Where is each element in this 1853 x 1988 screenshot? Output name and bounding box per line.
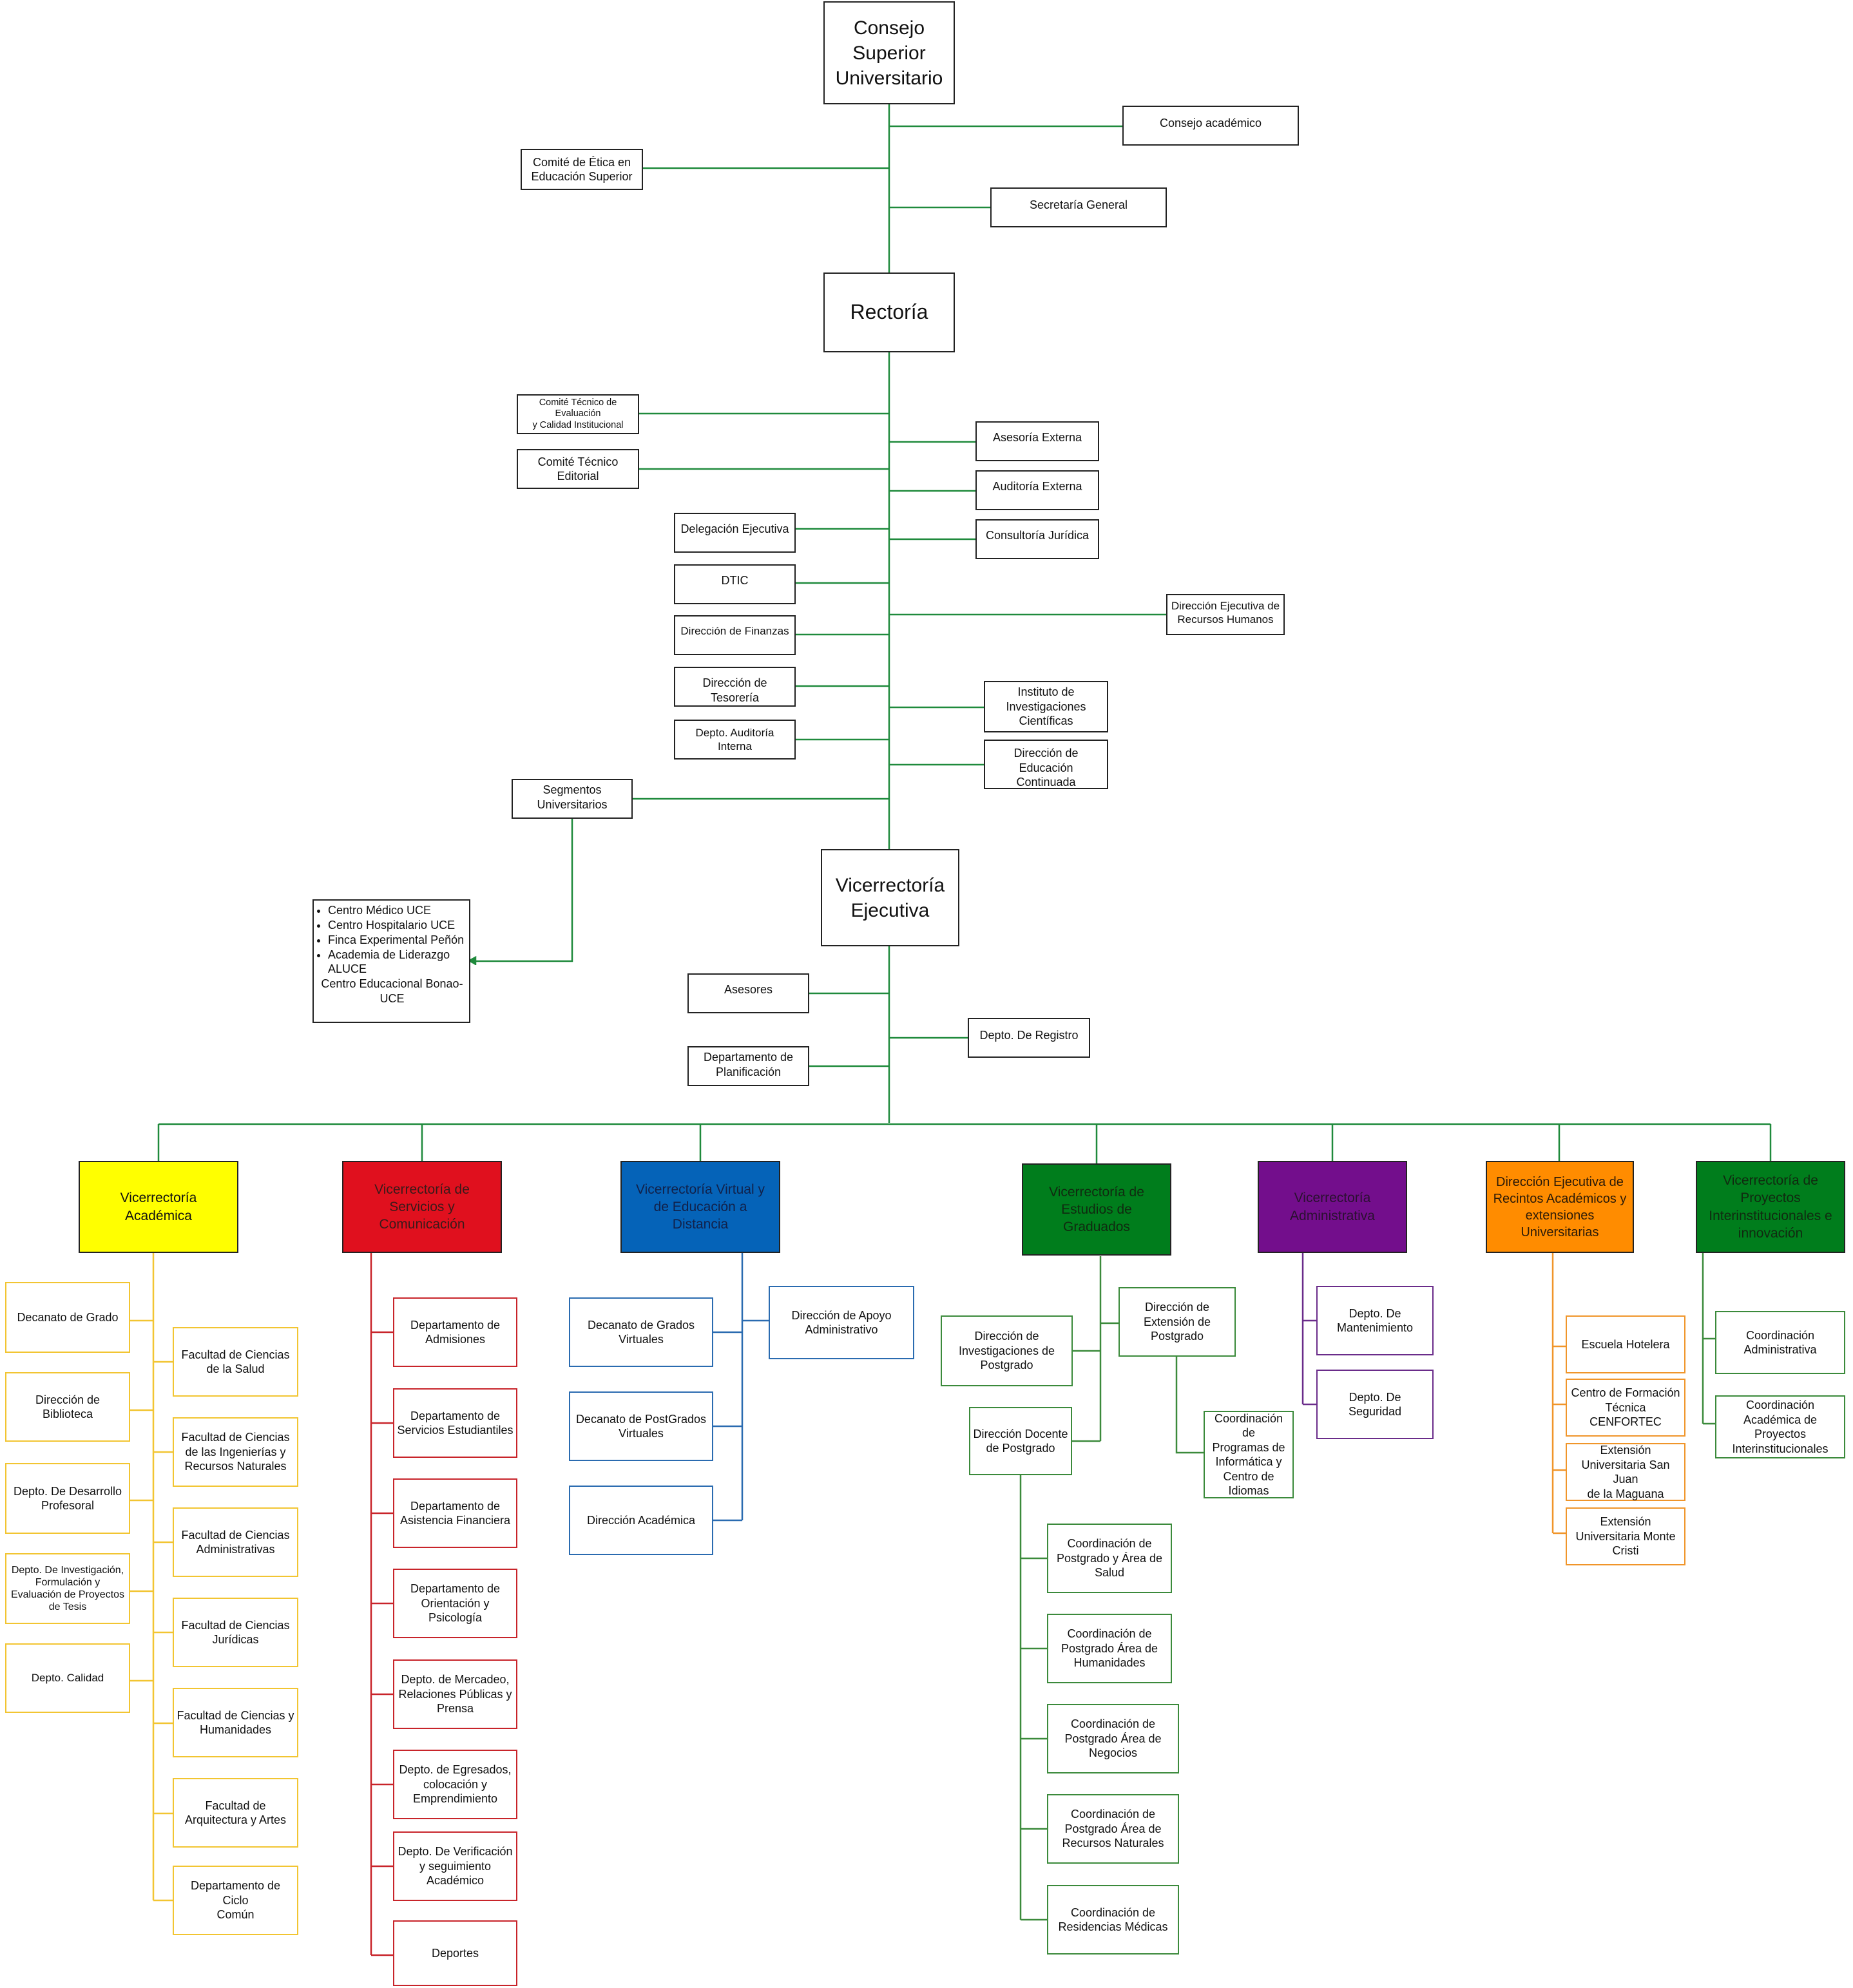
vicerrectoria-servicios-box: Vicerrectoría de Servicios y Comunicació… bbox=[342, 1161, 502, 1253]
consejo-superior-box: Consejo Superior Universitario bbox=[823, 1, 955, 104]
servicios-item: Departamento de Servicios Estudiantiles bbox=[393, 1388, 517, 1458]
vicerrectoria-graduados-box: Vicerrectoría de Estudios de Graduados bbox=[1022, 1163, 1171, 1256]
recintos-item: Escuela Hotelera bbox=[1566, 1315, 1685, 1373]
administrativa-item: Depto. De Mantenimiento bbox=[1316, 1286, 1434, 1355]
vicerrectoria-ejecutiva-box: Vicerrectoría Ejecutiva bbox=[821, 849, 959, 946]
segmento-item: Centro Hospitalario UCE bbox=[328, 918, 465, 933]
segmentos-list-box: Centro Médico UCE Centro Hospitalario UC… bbox=[312, 899, 470, 1023]
academica-left-item: Dirección de Biblioteca bbox=[5, 1372, 130, 1442]
graduados-coordinacion-item: Coordinación de Postgrado Área de Humani… bbox=[1047, 1614, 1172, 1683]
graduados-coordinacion-item: Coordinación de Postgrado y Área de Salu… bbox=[1047, 1524, 1172, 1593]
academica-right-item: Facultad de Ciencias y Humanidades bbox=[173, 1688, 298, 1757]
auditoria-externa-box: Auditoría Externa bbox=[975, 470, 1099, 510]
virtual-item: Decanato de PostGrados Virtuales bbox=[569, 1391, 713, 1461]
asesoria-externa-box: Asesoría Externa bbox=[975, 421, 1099, 461]
academica-right-item: Departamento de Ciclo Común bbox=[173, 1866, 298, 1935]
rectoria-box: Rectoría bbox=[823, 272, 955, 352]
administrativa-item: Depto. De Seguridad bbox=[1316, 1370, 1434, 1439]
academica-left-item: Decanato de Grado bbox=[5, 1282, 130, 1353]
segmento-item: Finca Experimental Peñón bbox=[328, 933, 465, 948]
segmento-item: Academia de Liderazgo ALUCE bbox=[328, 948, 465, 977]
servicios-item: Departamento de Asistencia Financiera bbox=[393, 1478, 517, 1548]
academica-left-item: Depto. Calidad bbox=[5, 1643, 130, 1713]
educacion-continuada-box: Dirección de Educación Continuada bbox=[984, 740, 1108, 789]
academica-right-item: Facultad de Ciencias Jurídicas bbox=[173, 1598, 298, 1667]
delegacion-ejecutiva-box: Delegación Ejecutiva bbox=[674, 513, 796, 553]
recintos-item: Extensión Universitaria Monte Cristi bbox=[1566, 1507, 1685, 1565]
servicios-item: Departamento de Admisiones bbox=[393, 1297, 517, 1367]
servicios-item: Depto. de Mercadeo, Relaciones Públicas … bbox=[393, 1659, 517, 1729]
finanzas-box: Dirección de Finanzas bbox=[674, 615, 796, 655]
vicerrectoria-proyectos-box: Vicerrectoría de Proyectos Interinstituc… bbox=[1696, 1161, 1845, 1253]
secretaria-general-box: Secretaría General bbox=[990, 187, 1167, 227]
recintos-item: Extensión Universitaria San Juan de la M… bbox=[1566, 1443, 1685, 1501]
servicios-item: Deportes bbox=[393, 1920, 517, 1986]
graduados-coordinacion-item: Coordinación de Residencias Médicas bbox=[1047, 1885, 1179, 1955]
academica-right-item: Facultad de Ciencias Administrativas bbox=[173, 1507, 298, 1577]
vicerrectoria-administrativa-box: Vicerrectoría Administrativa bbox=[1258, 1161, 1407, 1253]
virtual-item: Dirección Académica bbox=[569, 1486, 713, 1555]
recursos-humanos-box: Dirección Ejecutiva de Recursos Humanos bbox=[1166, 594, 1285, 635]
servicios-item: Departamento de Orientación y Psicología bbox=[393, 1569, 517, 1638]
extension-postgrado-box: Dirección de Extensión de Postgrado bbox=[1119, 1287, 1236, 1357]
tesoreria-box: Dirección de Tesorería bbox=[674, 667, 796, 707]
virtual-item: Decanato de Grados Virtuales bbox=[569, 1297, 713, 1367]
servicios-item: Depto. de Egresados, colocación y Empren… bbox=[393, 1750, 517, 1819]
academica-left-item: Depto. De Investigación, Formulación y E… bbox=[5, 1553, 130, 1624]
auditoria-interna-box: Depto. Auditoría Interna bbox=[674, 720, 796, 760]
segmentos-universitarios-box: Segmentos Universitarios bbox=[512, 779, 633, 819]
academica-right-item: Facultad de Ciencias de la Salud bbox=[173, 1327, 298, 1397]
recintos-item: Centro de Formación Técnica CENFORTEC bbox=[1566, 1379, 1685, 1437]
comite-evaluacion-box: Comité Técnico de Evaluación y Calidad I… bbox=[517, 394, 639, 434]
vicerrectoria-academica-box: Vicerrectoría Académica bbox=[79, 1161, 238, 1253]
academica-right-item: Facultad de Ciencias de las Ingenierías … bbox=[173, 1417, 298, 1487]
asesores-box: Asesores bbox=[687, 973, 809, 1013]
graduados-coordinacion-item: Coordinación de Postgrado Área de Recurs… bbox=[1047, 1794, 1179, 1864]
investigaciones-postgrado-box: Dirección de Investigaciones de Postgrad… bbox=[941, 1315, 1073, 1386]
proyectos-item: Coordinación Administrativa bbox=[1715, 1311, 1845, 1374]
consultoria-juridica-box: Consultoría Jurídica bbox=[975, 519, 1099, 559]
consejo-academico-box: Consejo académico bbox=[1122, 106, 1299, 146]
dtic-box: DTIC bbox=[674, 564, 796, 604]
registro-box: Depto. De Registro bbox=[968, 1018, 1090, 1058]
recintos-academicos-box: Dirección Ejecutiva de Recintos Académic… bbox=[1486, 1161, 1634, 1253]
instituto-investigaciones-box: Instituto de Investigaciones Científicas bbox=[984, 681, 1108, 732]
servicios-item: Depto. De Verificación y seguimiento Aca… bbox=[393, 1831, 517, 1901]
segmento-item: Centro Educacional Bonao-UCE bbox=[321, 977, 463, 1006]
academica-right-item: Facultad de Arquitectura y Artes bbox=[173, 1778, 298, 1848]
graduados-coordinacion-item: Coordinación de Postgrado Área de Negoci… bbox=[1047, 1704, 1179, 1773]
academica-left-item: Depto. De Desarrollo Profesoral bbox=[5, 1463, 130, 1534]
vicerrectoria-virtual-box: Vicerrectoría Virtual y de Educación a D… bbox=[620, 1161, 780, 1253]
segmento-item: Centro Médico UCE bbox=[328, 903, 465, 918]
informatica-idiomas-box: Coordinación de Programas de Informática… bbox=[1204, 1411, 1294, 1498]
planificacion-box: Departamento de Planificación bbox=[687, 1046, 809, 1086]
proyectos-item: Coordinación Académica de Proyectos Inte… bbox=[1715, 1395, 1845, 1458]
apoyo-administrativo-box: Dirección de Apoyo Administrativo bbox=[769, 1286, 914, 1359]
comite-etica-box: Comité de Ética en Educación Superior bbox=[521, 149, 643, 190]
comite-editorial-box: Comité Técnico Editorial bbox=[517, 449, 639, 489]
docente-postgrado-box: Dirección Docente de Postgrado bbox=[969, 1407, 1072, 1475]
